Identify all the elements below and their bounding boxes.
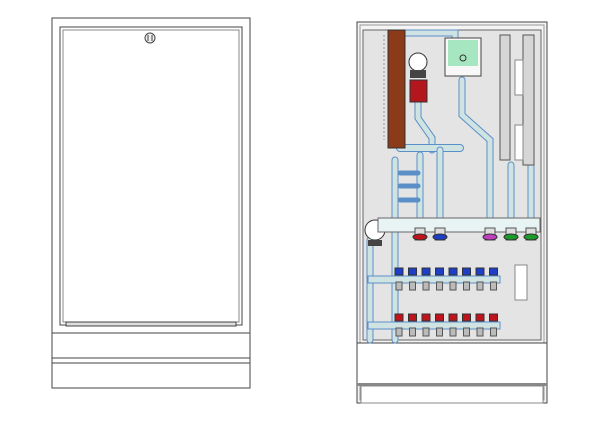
outlet-fitting: [395, 327, 403, 337]
flow-meter-cap: [448, 313, 458, 322]
door-lock-icon: [144, 32, 156, 44]
controller-display: [448, 40, 478, 66]
door-inner-edge: [62, 29, 240, 323]
outlet-fitting: [436, 327, 443, 337]
flow-meter-cap: [489, 313, 498, 322]
valve-handle-blue: [432, 233, 448, 241]
supply-manifold-outlets: [394, 267, 498, 291]
air-vent-rail-left: [499, 34, 511, 161]
outlet-fitting: [409, 327, 416, 337]
supply-valve-cap: [475, 267, 485, 276]
outlet-fitting: [476, 327, 484, 337]
base-plinth: [360, 385, 544, 404]
open-cabinet: [356, 21, 548, 404]
valve-handle-magenta: [482, 233, 498, 241]
closed-cabinet: [51, 17, 251, 389]
outlet-fitting: [422, 327, 430, 337]
pump-body: [410, 70, 426, 78]
return-manifold-outlets: [394, 313, 498, 337]
secondary-pump-body: [368, 240, 382, 246]
cabinet-door: [59, 26, 243, 326]
cabinet-outer-frame: [51, 17, 251, 389]
cutout: [514, 264, 528, 301]
outlet-fitting: [395, 281, 403, 291]
outlet-fitting: [449, 281, 457, 291]
valve-handle-red: [412, 233, 428, 241]
return-manifold-bar: [367, 321, 501, 330]
flow-meter-cap: [475, 313, 485, 322]
supply-valve-cap: [394, 267, 404, 276]
outlet-fitting: [449, 327, 457, 337]
door-bottom-lip: [65, 321, 237, 327]
flow-meter-cap: [435, 313, 444, 322]
air-vent-rail-right: [522, 34, 535, 166]
supply-valve-cap: [448, 267, 458, 276]
flow-meter-cap: [462, 313, 471, 322]
flow-meter-cap: [421, 313, 431, 322]
supply-valve-cap: [462, 267, 471, 276]
outlet-fitting: [490, 327, 497, 337]
outlet-fitting: [490, 281, 497, 291]
outlet-fitting: [422, 281, 430, 291]
supply-valve-cap: [408, 267, 417, 276]
flow-meter-cap: [408, 313, 417, 322]
circulation-pump-top: [408, 52, 428, 72]
outlet-fitting: [476, 281, 484, 291]
valve-handle-green: [503, 233, 519, 241]
supply-valve-cap: [421, 267, 431, 276]
supply-valve-cap: [489, 267, 498, 276]
cutout: [514, 59, 524, 96]
cutout: [514, 124, 524, 161]
ball-valves: [412, 227, 539, 241]
controller-knob-icon: [459, 54, 467, 62]
supply-valve-cap: [435, 267, 444, 276]
outlet-fitting: [463, 327, 470, 337]
outlet-fitting: [409, 281, 416, 291]
flow-meter-cap: [394, 313, 404, 322]
bottom-cover: [356, 342, 548, 386]
bottom-rail: [357, 383, 547, 386]
outlet-fitting: [463, 281, 470, 291]
valve-handle-green: [523, 233, 539, 241]
red-valve-actuator: [409, 79, 428, 103]
outlet-fitting: [436, 281, 443, 291]
heat-exchanger: [387, 29, 406, 149]
supply-manifold-bar: [367, 275, 501, 284]
